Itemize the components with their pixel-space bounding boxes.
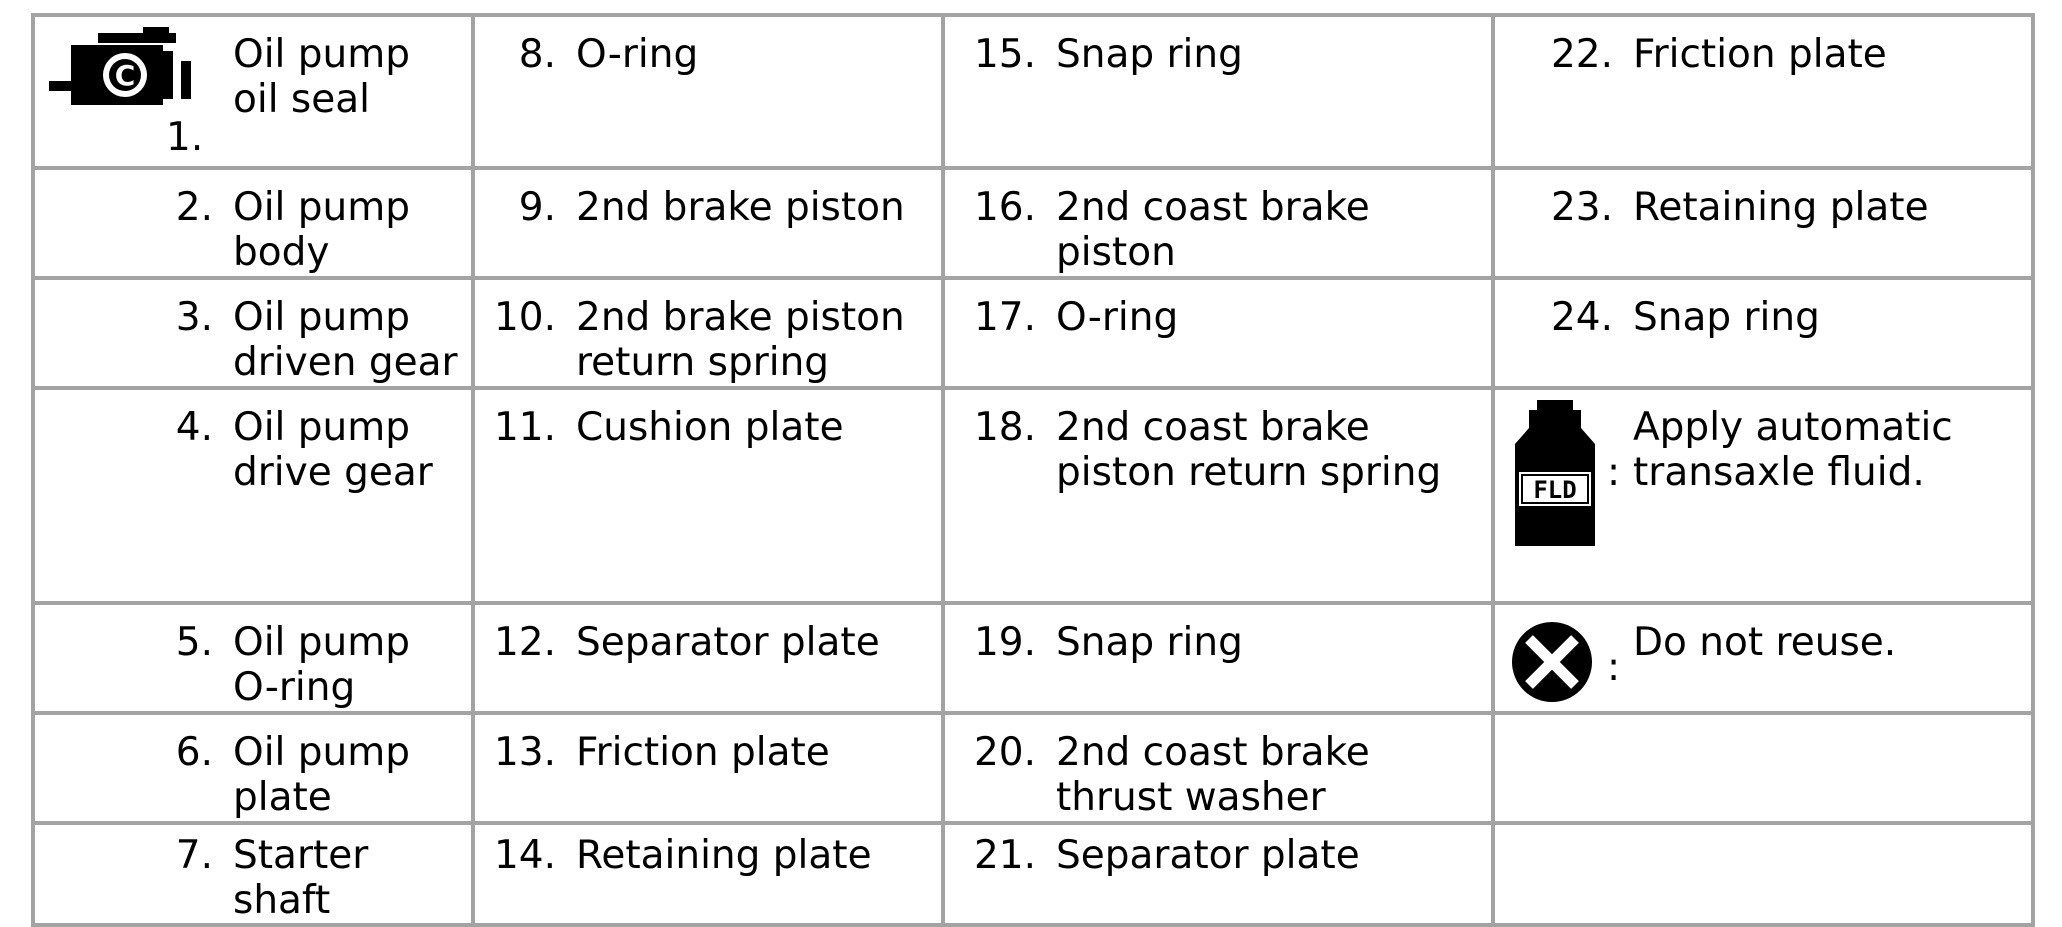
parts-legend-table: C 1. Oil pump oil seal 8. O-ring 15. Snap … [31, 13, 2035, 927]
item-number: 12. [493, 620, 556, 665]
legend-cell: 8. O-ring [471, 13, 945, 170]
legend-cell: 13. Friction plate [471, 711, 945, 825]
item-label: Snap ring [1056, 620, 1243, 665]
item-number: 2. [175, 185, 213, 230]
legend-cell: : Do not reuse. [1491, 601, 2035, 715]
svg-text:C: C [115, 59, 136, 92]
item-number: 3. [175, 295, 213, 340]
legend-cell: 15. Snap ring [941, 13, 1495, 170]
item-number: 24. [1550, 295, 1613, 340]
item-label: Oil pump O-ring [233, 620, 410, 710]
legend-cell: 18. 2nd coast brake piston return spring [941, 386, 1495, 605]
legend-cell: 22. Friction plate [1491, 13, 2035, 170]
legend-cell: 16. 2nd coast brake piston [941, 166, 1495, 280]
item-label: Friction plate [1633, 32, 1887, 77]
item-number: 22. [1550, 32, 1613, 77]
icon-colon: : [1607, 645, 1621, 690]
legend-cell: 23. Retaining plate [1491, 166, 2035, 280]
item-number: 4. [175, 405, 213, 450]
legend-cell: 6. Oil pump plate [31, 711, 475, 825]
item-label: O-ring [576, 32, 699, 77]
icon-colon: : [1607, 450, 1621, 495]
seal-lubricant-icon: C [43, 25, 203, 115]
item-number: 10. [493, 295, 556, 340]
item-label: Retaining plate [1633, 185, 1929, 230]
legend-cell: 11. Cushion plate [471, 386, 945, 605]
legend-cell [1491, 711, 2035, 825]
legend-cell: 9. 2nd brake piston [471, 166, 945, 280]
item-label: Oil pump plate [233, 730, 410, 820]
item-number: 18. [973, 405, 1036, 450]
legend-cell: 2. Oil pump body [31, 166, 475, 280]
item-number: 11. [493, 405, 556, 450]
item-number: 5. [175, 620, 213, 665]
item-label: Snap ring [1633, 295, 1820, 340]
table-row: 6. Oil pump plate 13. Friction plate 20. 2n… [31, 711, 2035, 825]
item-number: 16. [973, 185, 1036, 230]
legend-cell: 7. Starter shaft [31, 821, 475, 927]
item-number: 20. [973, 730, 1036, 775]
item-label: Starter shaft [233, 833, 369, 923]
legend-cell: 24. Snap ring [1491, 276, 2035, 390]
item-label: Oil pump drive gear [233, 405, 433, 495]
item-label: Separator plate [576, 620, 880, 665]
item-number: 15. [973, 32, 1036, 77]
legend-cell: 4. Oil pump drive gear [31, 386, 475, 605]
legend-cell: 10. 2nd brake piston return spring [471, 276, 945, 390]
item-number: 17. [973, 295, 1036, 340]
item-label: Apply automatic transaxle fluid. [1633, 405, 1953, 495]
item-label: Snap ring [1056, 32, 1243, 77]
legend-cell: 21. Separator plate [941, 821, 1495, 927]
legend-cell: 17. O-ring [941, 276, 1495, 390]
legend-cell [1491, 821, 2035, 927]
item-label: 2nd coast brake piston return spring [1056, 405, 1442, 495]
item-label: Friction plate [576, 730, 830, 775]
item-label: Do not reuse. [1633, 620, 1897, 665]
legend-cell: 19. Snap ring [941, 601, 1495, 715]
item-label: 2nd coast brake thrust washer [1056, 730, 1370, 820]
item-label: Retaining plate [576, 833, 872, 878]
item-number: 8. [518, 32, 556, 77]
table-row: 2. Oil pump body 9. 2nd brake piston 16. 2n… [31, 166, 2035, 280]
do-not-reuse-icon [1509, 619, 1595, 709]
legend-cell: 3. Oil pump driven gear [31, 276, 475, 390]
legend-cell: FLD : Apply automatic transaxle fluid. [1491, 386, 2035, 605]
item-number: 1. [166, 115, 204, 160]
legend-cell: 5. Oil pump O-ring [31, 601, 475, 715]
item-label: 2nd brake piston [576, 185, 905, 230]
table-row: 5. Oil pump O-ring 12. Separator plate 19.… [31, 601, 2035, 715]
item-label: Oil pump body [233, 185, 410, 275]
legend-cell: 20. 2nd coast brake thrust washer [941, 711, 1495, 825]
item-number: 13. [493, 730, 556, 775]
legend-cell: 12. Separator plate [471, 601, 945, 715]
item-number: 14. [493, 833, 556, 878]
item-number: 9. [518, 185, 556, 230]
item-number: 19. [973, 620, 1036, 665]
item-number: 6. [175, 730, 213, 775]
item-label: O-ring [1056, 295, 1179, 340]
item-label: Cushion plate [576, 405, 844, 450]
table-row: C 1. Oil pump oil seal 8. O-ring 15. Snap … [31, 13, 2035, 170]
fluid-bottle-label: FLD [1533, 476, 1576, 504]
table-row: 4. Oil pump drive gear 11. Cushion plate 1… [31, 386, 2035, 605]
item-label: Oil pump driven gear [233, 295, 458, 385]
item-label: Oil pump oil seal [233, 32, 410, 122]
item-label: Separator plate [1056, 833, 1360, 878]
item-number: 7. [175, 833, 213, 878]
table-row: 3. Oil pump driven gear 10. 2nd brake pist… [31, 276, 2035, 390]
legend-cell: 14. Retaining plate [471, 821, 945, 927]
item-label: 2nd coast brake piston [1056, 185, 1370, 275]
item-number: 23. [1550, 185, 1613, 230]
item-number: 21. [973, 833, 1036, 878]
legend-cell: C 1. Oil pump oil seal [31, 13, 475, 170]
table-row: 7. Starter shaft 14. Retaining plate 21. Se… [31, 821, 2035, 927]
fluid-bottle-icon: FLD [1507, 398, 1603, 552]
item-label: 2nd brake piston return spring [576, 295, 905, 385]
